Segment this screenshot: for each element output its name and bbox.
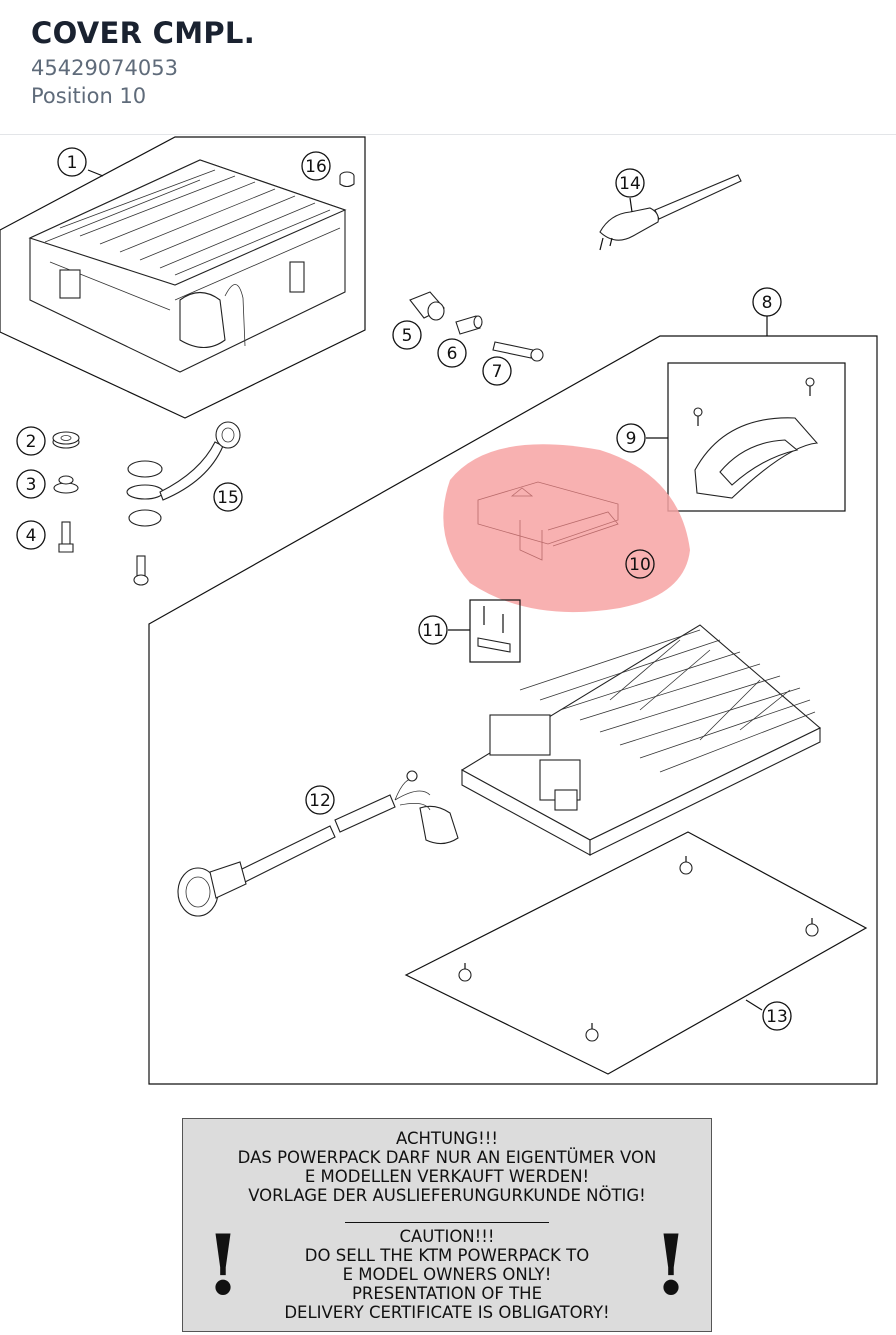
callout-15[interactable]: 15 xyxy=(213,482,243,512)
exclamation-left-icon: ! xyxy=(205,1218,241,1314)
part-8-frame xyxy=(148,314,878,1085)
svg-text:2: 2 xyxy=(26,432,37,452)
position-label: Position 10 xyxy=(31,84,147,108)
part-7-bolt[interactable] xyxy=(492,341,544,362)
part-number: 45429074053 xyxy=(31,56,178,80)
callout-8[interactable]: 8 xyxy=(752,287,782,317)
part-4-bolt[interactable] xyxy=(58,521,74,553)
warning-notice: ACHTUNG!!! DAS POWERPACK DARF NUR AN EIG… xyxy=(182,1118,712,1332)
svg-text:12: 12 xyxy=(309,791,331,811)
warning-en-line-5: DELIVERY CERTIFICATE IS OBLIGATORY! xyxy=(284,1303,610,1322)
svg-text:13: 13 xyxy=(766,1007,788,1027)
warning-de-line-3: E MODELLEN VERKAUFT WERDEN! xyxy=(304,1167,590,1186)
page-header: COVER CMPL. 45429074053 Position 10 xyxy=(0,0,896,135)
svg-text:16: 16 xyxy=(305,157,327,177)
svg-text:7: 7 xyxy=(492,362,503,382)
svg-text:4: 4 xyxy=(26,526,37,546)
part-5-nut[interactable] xyxy=(409,291,445,321)
part-11-screws[interactable] xyxy=(477,606,511,653)
warning-de-line-4: VORLAGE DER AUSLIEFERUNGURKUNDE NÖTIG! xyxy=(248,1186,646,1205)
svg-text:3: 3 xyxy=(26,475,37,495)
callout-14[interactable]: 14 xyxy=(615,168,645,213)
part-16-cap[interactable] xyxy=(339,171,355,188)
callout-5[interactable]: 5 xyxy=(392,320,422,350)
exclamation-right-icon: ! xyxy=(653,1218,689,1314)
warning-de-line-2: DAS POWERPACK DARF NUR AN EIGENTÜMER VON xyxy=(237,1148,657,1167)
callout-12[interactable]: 12 xyxy=(305,785,335,815)
part-1-battery-case[interactable] xyxy=(28,159,347,373)
warning-en-line-4: PRESENTATION OF THE xyxy=(351,1284,543,1303)
svg-text:9: 9 xyxy=(626,429,637,449)
exploded-parts-diagram: 1 16 14 8 5 6 7 2 3 4 15 xyxy=(0,136,878,1085)
part-9-handle[interactable] xyxy=(693,377,819,499)
warning-divider xyxy=(345,1222,549,1223)
svg-text:15: 15 xyxy=(217,488,239,508)
svg-text:11: 11 xyxy=(422,621,444,641)
part-15-strap[interactable] xyxy=(126,421,241,586)
part-9-box xyxy=(667,362,846,512)
callout-6[interactable]: 6 xyxy=(437,338,467,368)
callout-2[interactable]: 2 xyxy=(16,426,46,456)
svg-text:1: 1 xyxy=(67,153,78,173)
callout-3[interactable]: 3 xyxy=(16,469,46,499)
callout-1[interactable]: 1 xyxy=(57,147,104,177)
callout-4[interactable]: 4 xyxy=(16,520,46,550)
callout-9[interactable]: 9 xyxy=(616,423,668,453)
page-title: COVER CMPL. xyxy=(31,16,256,50)
svg-text:5: 5 xyxy=(402,326,413,346)
callout-7[interactable]: 7 xyxy=(482,356,512,386)
part-14-power-cord[interactable] xyxy=(599,174,742,251)
svg-text:14: 14 xyxy=(619,174,641,194)
part-12-cable[interactable] xyxy=(177,770,459,917)
svg-text:8: 8 xyxy=(762,293,773,313)
svg-text:10: 10 xyxy=(629,555,651,575)
part-10-highlight[interactable] xyxy=(443,444,690,613)
callout-13[interactable]: 13 xyxy=(745,999,792,1031)
callout-16[interactable]: 16 xyxy=(301,151,331,181)
svg-text:6: 6 xyxy=(447,344,458,364)
warning-en-line-3: E MODEL OWNERS ONLY! xyxy=(342,1265,552,1284)
callout-11[interactable]: 11 xyxy=(418,615,470,645)
part-3-washer[interactable] xyxy=(53,475,79,494)
callout-10[interactable]: 10 xyxy=(625,549,655,579)
part-1-frame xyxy=(0,136,366,419)
part-11-box xyxy=(469,599,521,663)
part-13-plate[interactable] xyxy=(404,831,868,1075)
warning-en-line-1: CAUTION!!! xyxy=(399,1227,495,1246)
part-6-sleeve[interactable] xyxy=(455,315,483,335)
warning-de-line-1: ACHTUNG!!! xyxy=(395,1129,499,1148)
part-2-grommet[interactable] xyxy=(52,431,80,449)
warning-en-line-2: DO SELL THE KTM POWERPACK TO xyxy=(304,1246,590,1265)
charger-unit[interactable] xyxy=(460,624,821,856)
